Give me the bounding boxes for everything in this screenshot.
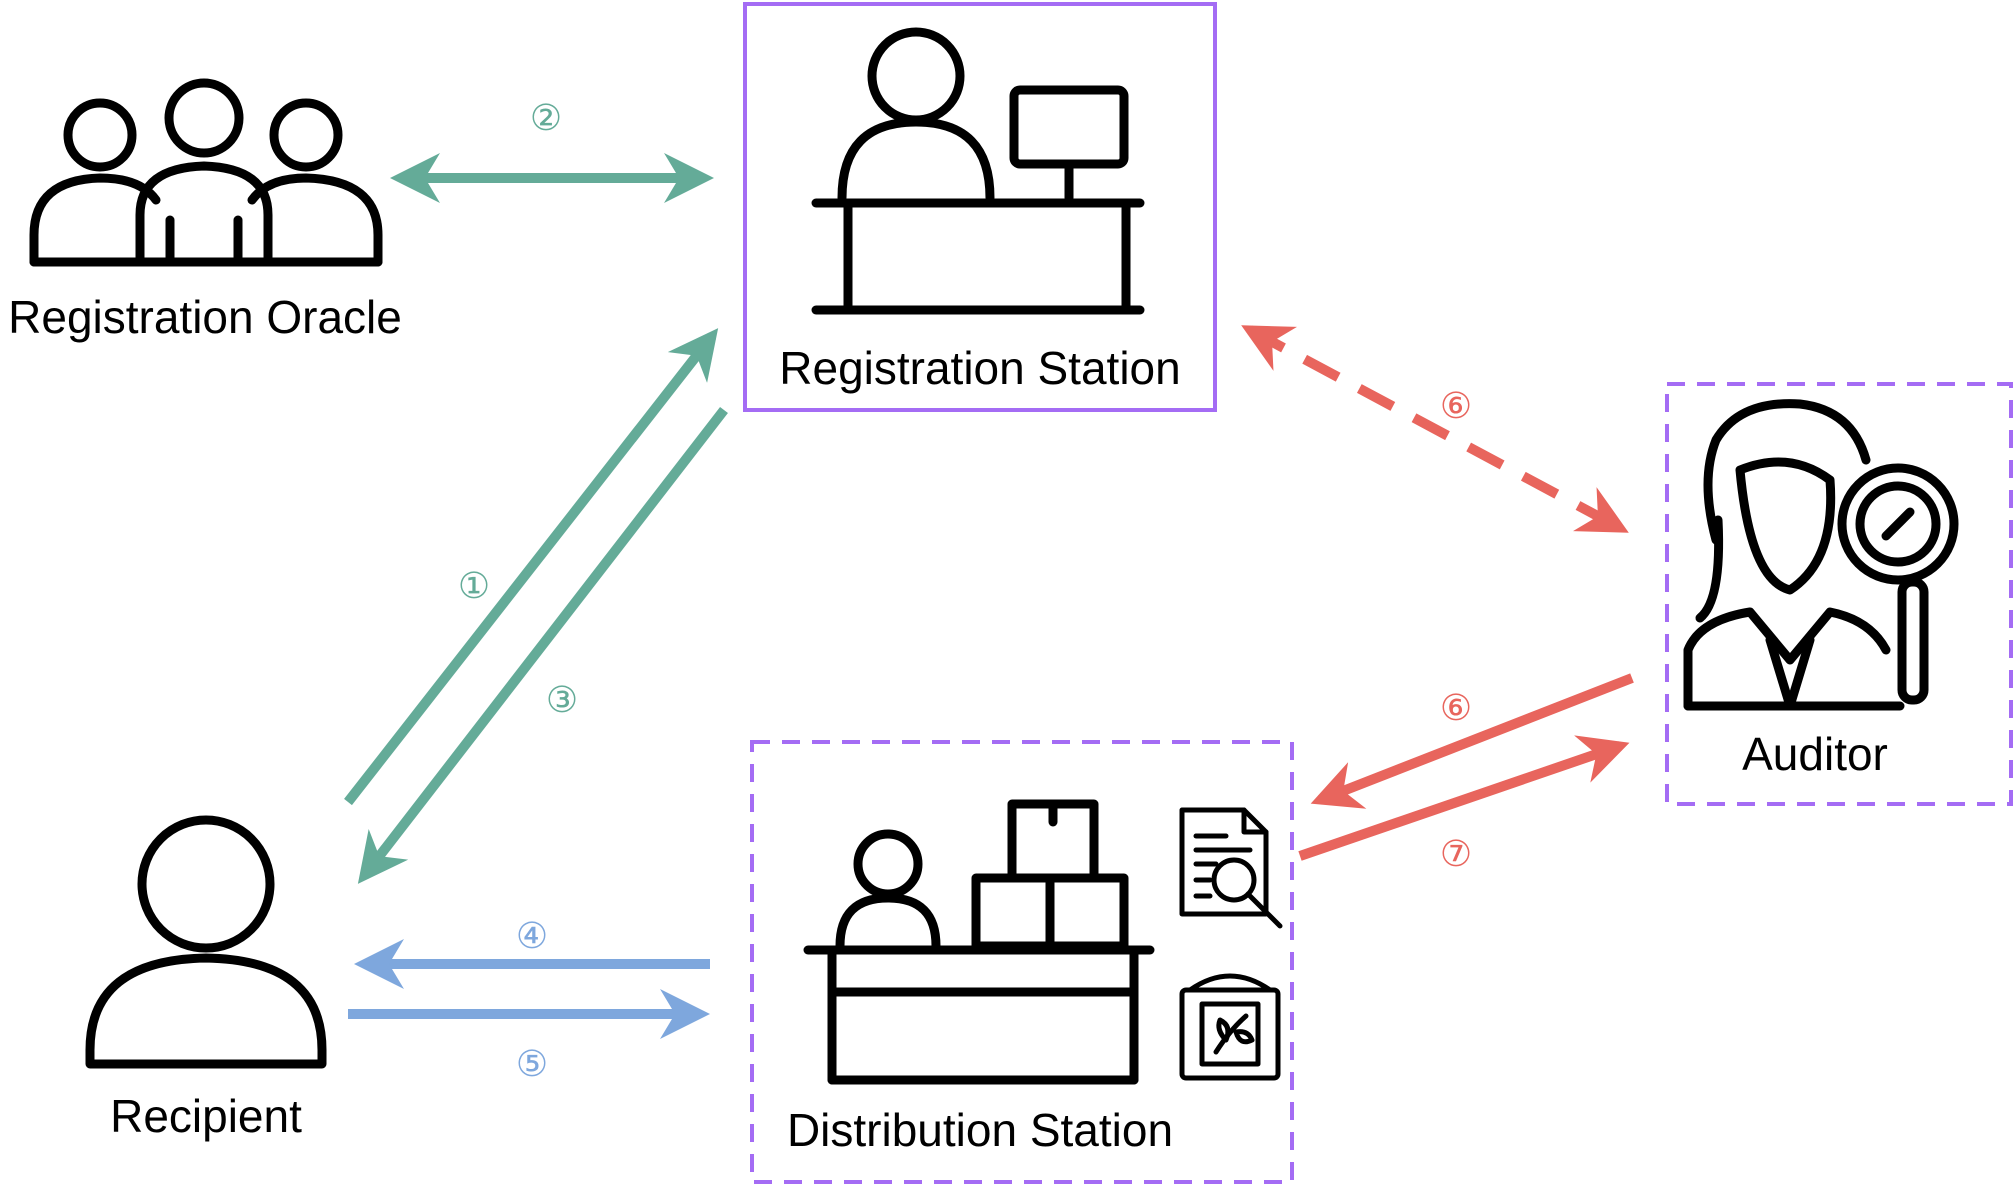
distribution-station-label: Distribution Station [787, 1104, 1173, 1156]
distribution-station-box [750, 740, 1294, 1184]
registration-oracle-label: Registration Oracle [8, 291, 402, 343]
step-3-label: ③ [546, 680, 578, 721]
group-of-people-icon [29, 78, 383, 267]
step-1-label: ① [458, 566, 490, 607]
clerk-at-desk-icon [811, 27, 1145, 315]
auditor-magnifier-icon [1683, 399, 1959, 711]
auditor-label: Auditor [1742, 728, 1888, 780]
arrow-distribution-to-auditor [1298, 735, 1630, 861]
step-2-label: ② [530, 98, 562, 139]
arrow-registration-to-recipient [357, 406, 728, 884]
grain-sack-icon [1179, 973, 1281, 1081]
document-search-icon [1179, 807, 1283, 929]
registration-station-label: Registration Station [779, 342, 1180, 394]
arrow-auditor-registration-dashed [1241, 325, 1629, 533]
step-6-lower-label: ⑥ [1440, 688, 1472, 729]
arrow-auditor-to-distribution [1310, 673, 1634, 809]
clerk-with-boxes-icon [803, 799, 1155, 1085]
person-icon [85, 815, 327, 1069]
step-7-label: ⑦ [1440, 834, 1472, 875]
step-4-label: ④ [516, 916, 548, 957]
step-5-label: ⑤ [516, 1044, 548, 1085]
step-6-upper-label: ⑥ [1440, 386, 1472, 427]
registration-station-box [743, 2, 1217, 412]
arrow-recipient-to-registration [344, 328, 719, 806]
auditor-box [1665, 382, 2013, 806]
recipient-label: Recipient [110, 1090, 302, 1142]
